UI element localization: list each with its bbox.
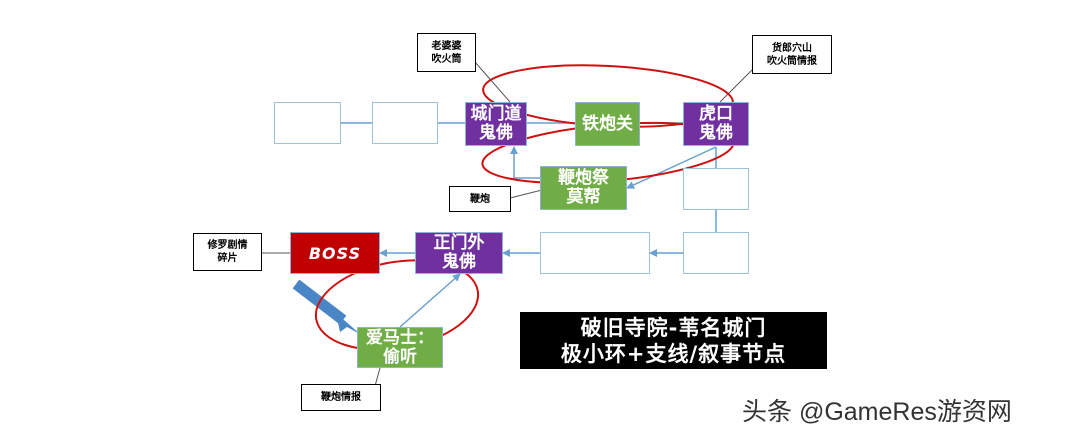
big-arrow-boss-to-aimashi-head <box>336 313 360 334</box>
empty-node-3 <box>683 168 749 210</box>
node-cheng-men-dao: 城门道 鬼佛 <box>465 102 527 146</box>
callout-xiu-luo: 修罗剧情 碎片 <box>193 233 262 271</box>
empty-node-1 <box>274 102 341 144</box>
node-hu-kou-line1: 虎口 <box>699 104 733 124</box>
callout-huo-lang-line2: 吹火筒情报 <box>767 55 817 67</box>
callout-lao-popo-line1: 老婆婆 <box>431 40 462 52</box>
caption-line1: 破旧寺院-苇名城门 <box>580 315 767 340</box>
connector-bianpaoji-to-chengmendao <box>510 146 540 179</box>
node-bian-pao-ji-line1: 鞭炮祭 <box>558 168 609 188</box>
node-hu-kou: 虎口 鬼佛 <box>683 102 749 146</box>
node-cheng-men-dao-line1: 城门道 <box>470 104 522 124</box>
empty-node-4 <box>683 232 749 274</box>
callout-xiu-luo-line2: 碎片 <box>217 253 238 264</box>
caption-line2: 极小环+支线/叙事节点 <box>560 341 787 366</box>
node-bian-pao-ji-line2: 莫帮 <box>566 187 601 207</box>
node-zheng-men-wai-line1: 正门外 <box>433 233 485 253</box>
node-cheng-men-dao-line2: 鬼佛 <box>479 123 513 143</box>
node-ai-ma-shi-line1: 爱马士： <box>366 327 434 348</box>
node-tie-pao-guan-label: 铁炮关 <box>582 113 633 134</box>
connector-hukou-to-bianpaoji <box>626 146 717 189</box>
callout-bian-pao-qingbao-label: 鞭炮情报 <box>321 392 361 403</box>
empty-node-2 <box>372 102 438 144</box>
leader-bianpaoqingbao <box>374 367 381 387</box>
connector-aimashi-to-zhengmenwai <box>399 273 461 328</box>
leader-laopopo <box>474 61 511 103</box>
callout-bian-pao-label: 鞭炮 <box>470 193 490 205</box>
callout-xiu-luo-line1: 修罗剧情 <box>207 240 248 251</box>
node-ai-ma-shi-line2: 偷听 <box>383 346 417 367</box>
callout-bian-pao: 鞭炮 <box>449 186 511 212</box>
node-zheng-men-wai-line2: 鬼佛 <box>442 252 476 272</box>
callout-lao-popo: 老婆婆 吹火筒 <box>417 33 476 72</box>
callout-huo-lang-line1: 货郎穴山 <box>772 42 812 54</box>
leader-huolang <box>719 69 753 103</box>
node-ai-ma-shi: 爱马士： 偷听 <box>357 327 443 368</box>
node-boss-label: BOSS <box>308 243 362 263</box>
node-hu-kou-line2: 鬼佛 <box>699 123 733 143</box>
node-bian-pao-ji: 鞭炮祭 莫帮 <box>540 166 627 210</box>
node-zheng-men-wai: 正门外 鬼佛 <box>415 232 503 274</box>
callout-lao-popo-line2: 吹火筒 <box>431 53 462 65</box>
caption-box: 破旧寺院-苇名城门 极小环+支线/叙事节点 <box>520 312 827 369</box>
node-tie-pao-guan: 铁炮关 <box>575 102 640 146</box>
callout-bian-pao-qingbao: 鞭炮情报 <box>301 384 381 411</box>
watermark-text: 头条 @GameRes游资网 <box>742 398 1012 426</box>
empty-node-5 <box>540 232 650 274</box>
leader-bianpao <box>509 189 543 199</box>
node-boss: BOSS <box>290 232 380 274</box>
callout-huo-lang: 货郎穴山 吹火筒情报 <box>752 35 832 74</box>
